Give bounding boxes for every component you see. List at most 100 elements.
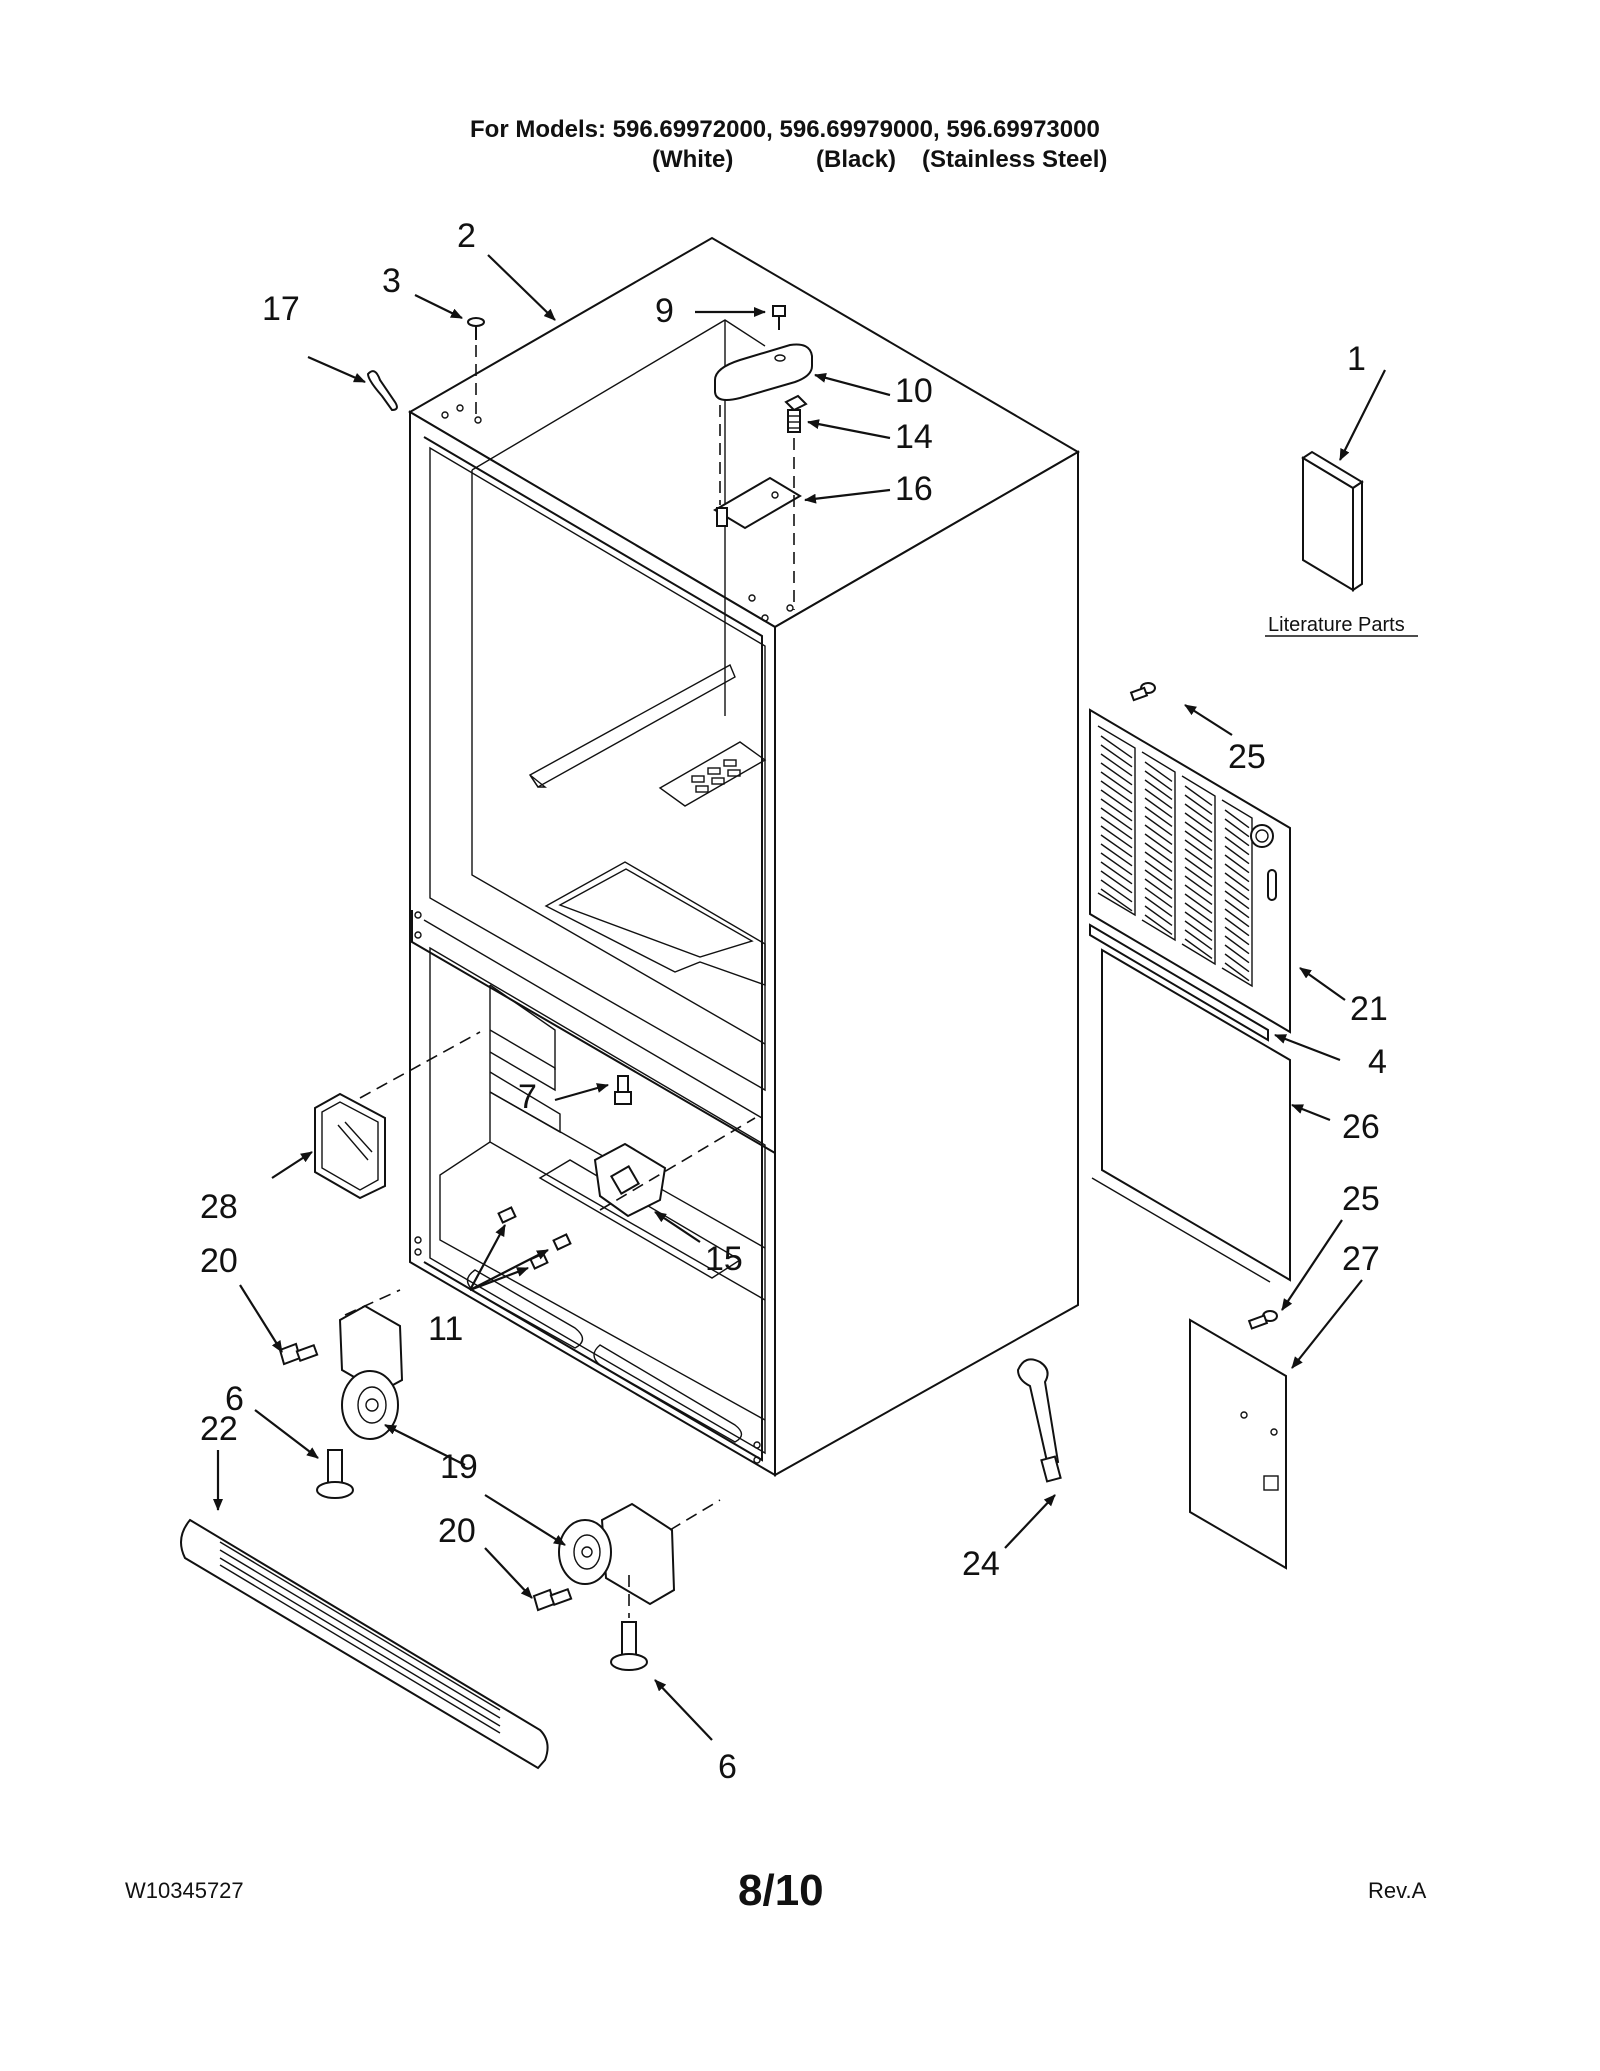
louver-line: [1184, 830, 1213, 852]
callout-21: 21: [1350, 990, 1388, 1028]
callout-17: 17: [262, 290, 300, 328]
louver-line: [1184, 821, 1213, 843]
louver-line: [1100, 861, 1133, 885]
literature-parts-label: Literature Parts: [1268, 614, 1405, 636]
leveler-left-part-6: [316, 1449, 354, 1499]
callout-7: 7: [518, 1078, 537, 1116]
base-grille-part-22: [180, 1518, 549, 1770]
top-hinge-assembly: [366, 305, 813, 610]
louver-line: [1224, 809, 1250, 829]
callout-2: 2: [457, 217, 476, 255]
callout-28: 28: [200, 1188, 238, 1226]
louver-line: [1144, 806, 1173, 828]
bracket-part-15: [593, 1142, 667, 1218]
ice-maker-harness-part-24: [1016, 1358, 1062, 1483]
louver-line: [1100, 762, 1133, 786]
leveler-right-part-6: [610, 1621, 648, 1671]
callout-16: 16: [895, 470, 933, 508]
louver-line: [1224, 953, 1250, 973]
screw-part-25-lower: [1247, 1310, 1278, 1330]
literature-booklet-part-1: [1301, 450, 1364, 592]
hinge-bolt-part-14: [784, 394, 808, 433]
models-line: For Models: 596.69972000, 596.69979000, …: [470, 116, 1100, 143]
louver-line: [1224, 818, 1250, 838]
louver-line: [1224, 899, 1250, 919]
louver-line: [1184, 866, 1213, 888]
screw-part-25-upper: [1129, 682, 1156, 702]
roller-assembly-left-part-19: [338, 1304, 404, 1440]
control-module-part-28: [314, 1092, 386, 1200]
louver-line: [1144, 797, 1173, 819]
louver-line: [1144, 824, 1173, 846]
callout-20-right: 20: [438, 1512, 476, 1550]
louver-line: [1100, 870, 1133, 894]
page-number: 8/10: [738, 1866, 824, 1915]
louver-line: [1184, 857, 1213, 879]
louver-line: [1224, 827, 1250, 847]
seal-strip-part-4: [1089, 923, 1269, 1042]
callout-26: 26: [1342, 1108, 1380, 1146]
callout-22: 22: [200, 1410, 238, 1448]
refrigerator-cabinet: [408, 236, 1080, 1477]
callout-4: 4: [1368, 1043, 1387, 1081]
tape-part-17: [366, 370, 398, 412]
louver-line: [1224, 872, 1250, 892]
louver-line: [1100, 816, 1133, 840]
vent-slots: [691, 759, 741, 793]
louver-line: [1100, 888, 1133, 912]
hinge-screw-part-9: [772, 305, 786, 330]
louver-line: [1144, 842, 1173, 864]
insulation-panel-part-26: [1101, 948, 1291, 1282]
louver-line: [1224, 881, 1250, 901]
louver-line: [1100, 843, 1133, 867]
louver-line: [1184, 884, 1213, 906]
screw-part-3: [467, 317, 485, 340]
callout-25-upper: 25: [1228, 738, 1266, 776]
louver-line: [1184, 929, 1213, 951]
louver-line: [1144, 887, 1173, 909]
callout-19: 19: [440, 1448, 478, 1486]
louver-line: [1224, 926, 1250, 946]
louver-line: [1100, 834, 1133, 858]
louver-line: [1224, 863, 1250, 883]
louver-line: [1184, 785, 1213, 807]
louver-line: [1144, 833, 1173, 855]
callout-25-lower: 25: [1342, 1180, 1380, 1218]
louver-line: [1224, 854, 1250, 874]
louver-line: [1224, 836, 1250, 856]
color-white: (White): [652, 146, 734, 173]
louver-line: [1100, 780, 1133, 804]
louver-line: [1144, 869, 1173, 891]
louver-line: [1100, 735, 1133, 759]
callout-20-left: 20: [200, 1242, 238, 1280]
callout-15: 15: [705, 1240, 743, 1278]
louver-line: [1184, 938, 1213, 960]
louver-line: [1144, 779, 1173, 801]
revision: Rev.A: [1368, 1878, 1427, 1903]
louver-line: [1224, 845, 1250, 865]
bolt-left-part-20: [278, 1342, 319, 1366]
louver-line: [1184, 875, 1213, 897]
callout-6-right: 6: [718, 1748, 737, 1786]
color-black: (Black): [816, 146, 897, 173]
louver-line: [1100, 879, 1133, 903]
cover-plate-part-27: [1189, 1318, 1287, 1570]
louver-line: [1100, 798, 1133, 822]
louver-line: [1224, 962, 1250, 982]
louver-line: [1100, 852, 1133, 876]
louver-line: [1100, 753, 1133, 777]
louver-line: [1224, 944, 1250, 964]
louver-line: [1144, 905, 1173, 927]
callout-27: 27: [1342, 1240, 1380, 1278]
doc-number: W10345727: [125, 1878, 244, 1903]
bolt-right-part-20: [532, 1587, 573, 1612]
louver-line: [1184, 839, 1213, 861]
louver-line: [1144, 770, 1173, 792]
louver-line: [1184, 848, 1213, 870]
louver-line: [1184, 794, 1213, 816]
louver-line: [1224, 917, 1250, 937]
rear-access-panel-part-21: [1089, 708, 1291, 1034]
callout-24: 24: [962, 1545, 1000, 1583]
callout-14: 14: [895, 418, 933, 456]
